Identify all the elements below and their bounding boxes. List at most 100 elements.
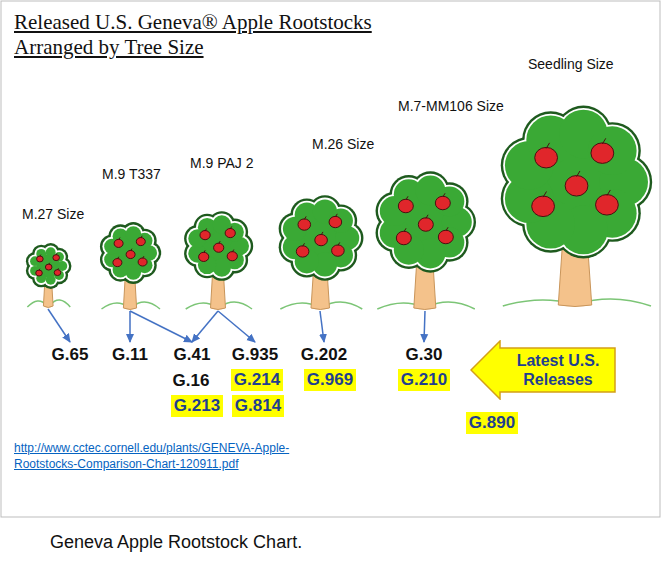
apple [126, 250, 135, 258]
apple [397, 231, 412, 245]
apple-stem [143, 256, 144, 258]
connector-arrow [218, 311, 255, 342]
rootstock-name: G.814 [235, 396, 281, 415]
apple-stem [404, 228, 406, 232]
apple [214, 243, 224, 252]
apple [329, 216, 342, 227]
rootstock-name: G.214 [234, 370, 280, 389]
apple [419, 218, 434, 232]
tree-node: M.27 Size [8, 206, 89, 308]
tree-node: M.26 Size [262, 136, 379, 310]
apple-stem [48, 263, 50, 265]
connector-arrow [424, 311, 425, 342]
apple-stem [38, 269, 40, 271]
apple-stem [204, 250, 206, 253]
apple [296, 246, 309, 257]
size-label: M.26 Size [312, 136, 374, 152]
tree-node: M.9 PAJ 2 [170, 155, 266, 310]
rootstock-name: G.935 [232, 345, 278, 364]
tree-drawing [342, 98, 508, 310]
canopy-fill [435, 186, 465, 216]
apple [298, 219, 311, 230]
apple [591, 143, 614, 164]
apple [36, 256, 43, 262]
apple [535, 147, 558, 168]
apple-stem [302, 243, 304, 246]
canopy-fill [588, 126, 637, 175]
size-label: M.7-MM106 Size [398, 98, 504, 114]
apple [532, 196, 555, 217]
connector-arrow [129, 311, 131, 342]
apple-stem [55, 253, 57, 255]
apple [136, 238, 145, 246]
rootstock-name: G.969 [307, 370, 353, 389]
apple-stem [141, 236, 142, 238]
apple [315, 234, 328, 245]
canopy-fill [126, 264, 142, 280]
tree-node: M.9 T337 [86, 166, 174, 310]
canopy-fill [225, 223, 243, 241]
apple [596, 195, 619, 216]
apple [436, 196, 451, 210]
apple [113, 259, 122, 267]
rootstock-label: G.202 [298, 344, 350, 366]
rootstock-name: G.210 [401, 370, 447, 389]
new-rootstock-box: G.210 [398, 369, 450, 391]
canopy-fill [36, 254, 60, 278]
rootstock-label: G.30 [403, 344, 446, 366]
connector-arrow [192, 311, 218, 342]
apple [200, 231, 210, 240]
new-rootstock-box: G.214 [231, 369, 283, 391]
rootstock-label: G.935 [229, 344, 281, 366]
apple [227, 252, 237, 261]
rootstock-name: G.65 [52, 345, 89, 364]
apple-stem [426, 215, 428, 219]
size-label: M.9 T337 [102, 166, 161, 182]
canopy-fill [54, 270, 64, 280]
tree-drawing [170, 155, 266, 310]
apple-stem [230, 226, 232, 229]
apple-stem [205, 228, 207, 231]
apple-stem [119, 238, 120, 240]
new-rootstock-box: G.969 [304, 369, 356, 391]
frame-border [1, 1, 660, 517]
rootstock-name: G.890 [469, 413, 515, 432]
apple-stem [602, 138, 605, 144]
tree-node: M.7-MM106 Size [342, 98, 508, 310]
rootstock-label: G.16 [170, 370, 213, 392]
apple [138, 258, 147, 266]
apple [54, 270, 61, 276]
apple-stem [304, 216, 306, 219]
apple-stem [446, 227, 448, 231]
connector-arrow [48, 309, 70, 342]
chart-title: Released U.S. Geneva® Apple Rootstocks A… [14, 10, 414, 60]
apple-stem [219, 241, 221, 244]
apple [565, 176, 588, 197]
apple-stem [39, 255, 41, 257]
callout-text: Latest U.S. Releases [508, 351, 608, 389]
tree-drawing [86, 166, 174, 310]
rootstock-name: G.11 [112, 345, 148, 364]
apple [331, 245, 344, 256]
apple [199, 252, 209, 261]
size-label: M.9 PAJ 2 [190, 155, 254, 171]
new-rootstock-box: G.814 [232, 395, 284, 417]
connector-arrow [320, 311, 324, 342]
tree-drawing [262, 136, 379, 310]
tree-node: Seedling Size [485, 56, 660, 307]
apple [225, 228, 235, 237]
size-label: M.27 Size [22, 206, 84, 222]
apple-stem [131, 249, 132, 251]
apple [35, 270, 42, 276]
canopy-fill [46, 275, 56, 285]
apple-stem [607, 190, 610, 196]
rootstock-name: G.213 [174, 396, 220, 415]
callout-arrow: Latest U.S. Releases [470, 340, 616, 400]
apple [399, 199, 414, 213]
rootstock-label: G.11 [109, 344, 151, 366]
apple [439, 230, 454, 244]
size-label: Seedling Size [528, 56, 614, 72]
chart-caption: Geneva Apple Rootstock Chart. [50, 532, 302, 553]
rootstock-name: G.30 [406, 345, 443, 364]
callout-arrow-shape [470, 340, 616, 400]
